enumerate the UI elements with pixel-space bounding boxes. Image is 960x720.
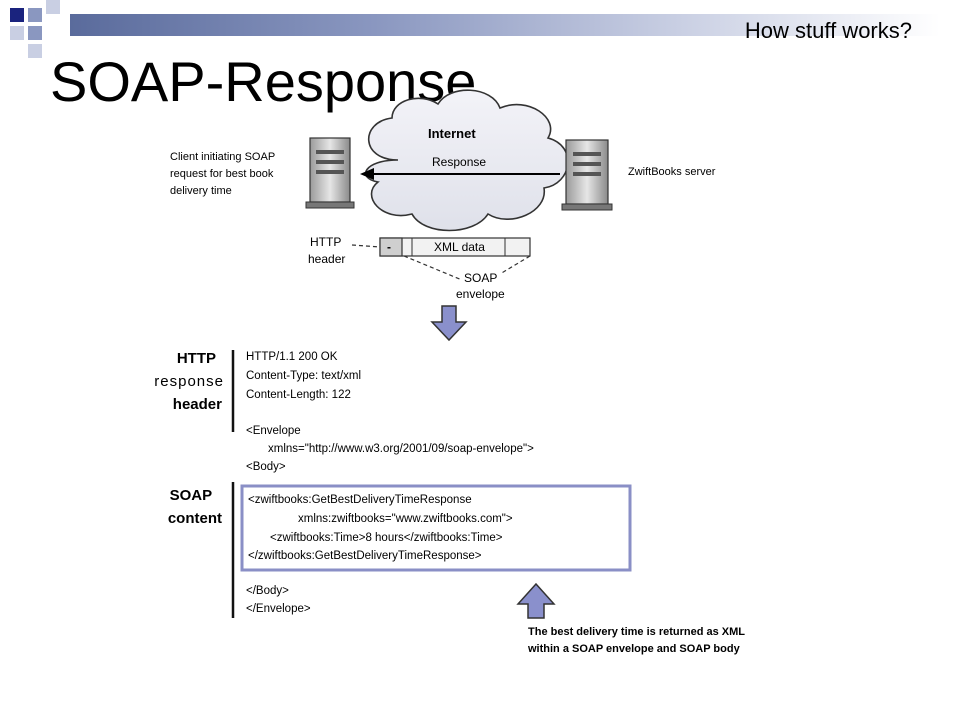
envelope-line: <Envelope — [246, 425, 301, 437]
packet-data-label: XML data — [434, 240, 485, 254]
zwiftbooks-server-icon — [561, 139, 613, 211]
corner-square-dark — [10, 8, 24, 22]
envelope-line: <Body> — [246, 461, 286, 473]
client-caption-line: delivery time — [170, 185, 232, 197]
section-http-label: header — [173, 396, 222, 413]
envelope-pointer-left — [403, 255, 463, 281]
http-header-pointer — [351, 244, 381, 248]
client-caption: Client initiating SOAP request for best … — [170, 151, 278, 197]
response-label: Response — [432, 155, 486, 169]
http-line: HTTP/1.1 200 OK — [246, 351, 338, 363]
envelope-close-line: </Body> — [246, 585, 289, 597]
soap-body-line: </zwiftbooks:GetBestDeliveryTimeResponse… — [248, 550, 482, 562]
envelope-line: xmlns="http://www.w3.org/2001/09/soap-en… — [268, 443, 534, 455]
client-caption-line: Client initiating SOAP — [170, 151, 275, 163]
soap-envelope-caption: SOAP envelope — [456, 271, 505, 301]
up-arrow-icon — [516, 582, 556, 619]
soap-body-box — [240, 484, 632, 572]
section-soap-line: SOAP — [170, 487, 213, 504]
envelope-pointer-right — [499, 255, 531, 275]
client-server-icon — [305, 137, 355, 209]
soap-envelope-caption-line: envelope — [456, 287, 505, 301]
corner-square-light — [46, 0, 60, 14]
envelope-close-text: </Body> </Envelope> — [246, 585, 311, 615]
server-caption: ZwiftBooks server — [628, 166, 716, 178]
section-soap-line: content — [168, 510, 222, 527]
section-http-label: HTTP — [177, 350, 216, 367]
response-arrow-head — [360, 168, 374, 180]
http-header-caption-line: HTTP — [310, 235, 341, 249]
corner-square-mid — [28, 26, 42, 40]
corner-square-light — [28, 8, 42, 22]
soap-body-line: xmlns:zwiftbooks="www.zwiftbooks.com"> — [298, 513, 513, 525]
client-caption-line: request for best book — [170, 168, 274, 180]
http-header-caption-line: header — [308, 252, 345, 266]
soap-envelope-caption-line: SOAP — [464, 271, 497, 285]
soap-body-line: <zwiftbooks:Time>8 hours</zwiftbooks:Tim… — [270, 532, 503, 544]
envelope-close-line: </Envelope> — [246, 603, 311, 615]
note-text: The best delivery time is returned as XM… — [527, 626, 748, 655]
section-http-label: response — [154, 373, 224, 390]
internet-label: Internet — [428, 126, 476, 141]
down-arrow-icon — [430, 305, 468, 342]
packet-header-cell: - — [387, 240, 391, 254]
corner-square-light — [10, 26, 24, 40]
soap-body-line: <zwiftbooks:GetBestDeliveryTimeResponse — [248, 494, 472, 506]
header-gradient-bar — [70, 14, 940, 36]
envelope-open-text: <Envelope xmlns="http://www.w3.org/2001/… — [246, 425, 537, 473]
section-label: How stuff works? — [744, 18, 912, 43]
corner-square-light — [28, 44, 42, 58]
section-soap-label: SOAP content — [168, 487, 222, 527]
packet — [379, 237, 531, 257]
http-header-caption: HTTP header — [308, 235, 345, 266]
section-http-line: header — [173, 396, 222, 413]
section-http-line: HTTP — [177, 350, 216, 367]
http-line: Content-Length: 122 — [246, 389, 351, 401]
note-line: within a SOAP envelope and SOAP body — [527, 643, 741, 655]
soap-body-text: <zwiftbooks:GetBestDeliveryTimeResponse … — [248, 494, 516, 562]
http-header-text: HTTP/1.1 200 OK Content-Type: text/xml C… — [246, 351, 364, 401]
section-http-line: response — [154, 373, 224, 390]
note-line: The best delivery time is returned as XM… — [528, 626, 745, 638]
http-line: Content-Type: text/xml — [246, 370, 361, 382]
